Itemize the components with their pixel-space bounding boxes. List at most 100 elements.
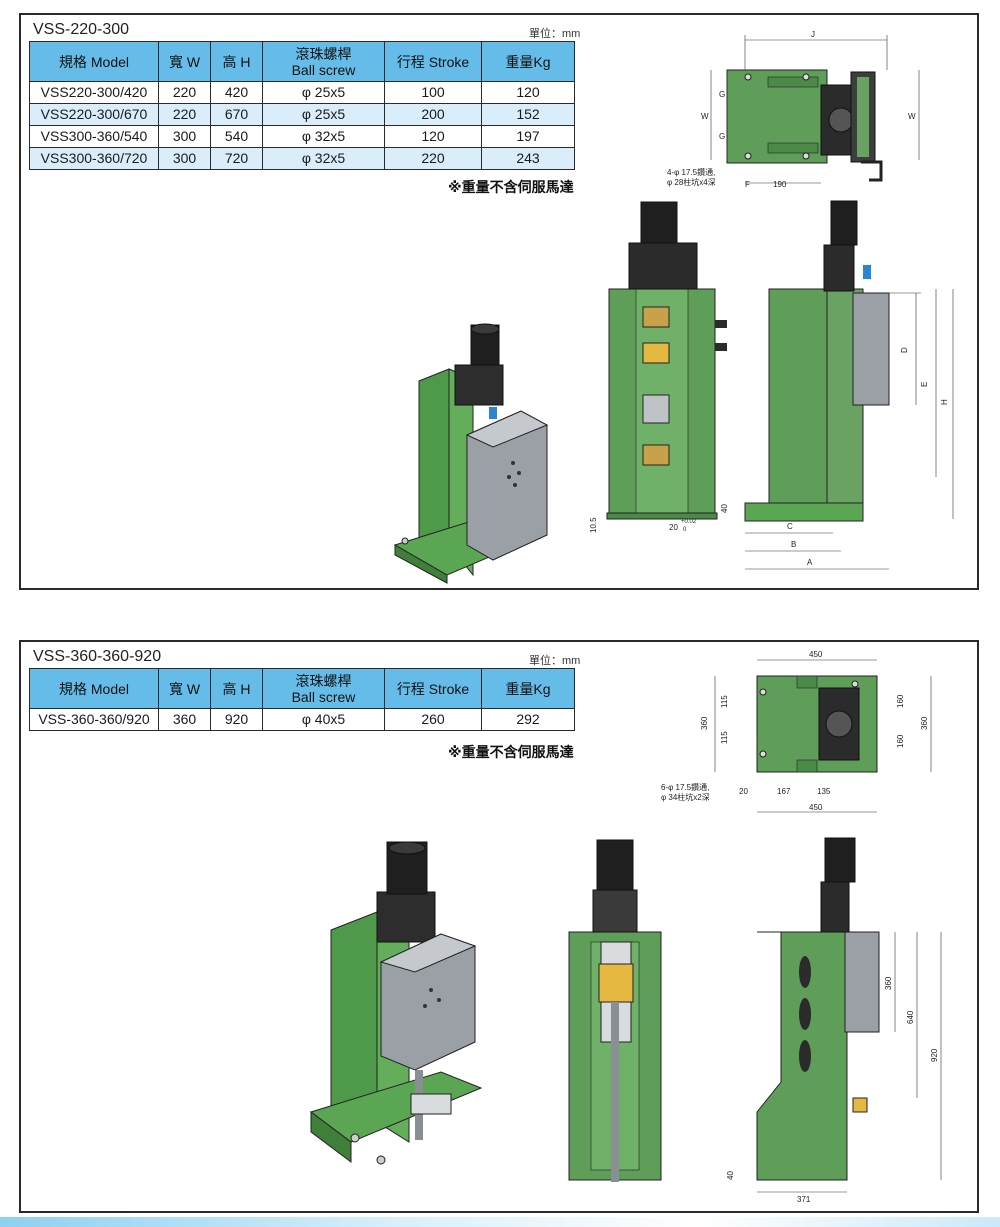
- header-height: 高 H: [210, 41, 263, 82]
- cell-stroke: 100: [384, 81, 482, 104]
- table-row: VSS220-300/670 220 670 φ 25x5 200 152: [29, 103, 575, 126]
- dim-b: B: [791, 540, 796, 549]
- dim-a: A: [807, 558, 813, 567]
- header-ballscrew-cn: 滾珠螺桿: [295, 672, 352, 689]
- cell-weight: 152: [481, 103, 575, 126]
- header-width: 寬 W: [158, 41, 211, 82]
- cell-width: 300: [158, 125, 211, 148]
- dim-20: 20: [669, 523, 678, 532]
- cell-model: VSS300-360/720: [29, 147, 159, 170]
- cell-stroke: 220: [384, 147, 482, 170]
- dim-g-bottom: G: [719, 132, 725, 141]
- header-ballscrew-en: Ball screw: [291, 688, 356, 705]
- cell-width: 220: [158, 103, 211, 126]
- dim-160-a: 160: [896, 694, 905, 708]
- dim-tol-plus: +0.02: [681, 519, 697, 525]
- dim-360-left: 360: [700, 716, 709, 730]
- hole-note-line1: 6-φ 17.5鑽通,: [661, 782, 709, 792]
- engineering-drawing-1: J W G G W F 190 4-φ 17.5鑽通, φ 28柱坑x4深: [393, 30, 954, 584]
- dim-450-bottom: 450: [809, 803, 823, 812]
- dim-g-top: G: [719, 90, 725, 99]
- dim-d: D: [900, 347, 909, 353]
- table-row: VSS300-360/720 300 720 φ 32x5 220 243: [29, 147, 575, 170]
- dim-40: 40: [726, 1171, 735, 1180]
- side-view-drawing: D E H 40 C B A: [720, 200, 954, 570]
- header-width: 寬 W: [158, 668, 211, 709]
- dim-135: 135: [817, 787, 831, 796]
- header-weight: 重量Kg: [481, 41, 575, 82]
- front-view-drawing: [568, 839, 662, 1182]
- top-view-drawing: J W G G W F 190 4-φ 17.5鑽通, φ 28柱坑x4深: [667, 30, 920, 189]
- cell-weight: 197: [481, 125, 575, 148]
- series-title: VSS-220-300: [33, 21, 130, 38]
- cell-ballscrew: φ 32x5: [262, 125, 385, 148]
- dim-40: 40: [720, 504, 729, 513]
- cell-height: 420: [210, 81, 263, 104]
- isometric-view-drawing: [309, 841, 483, 1165]
- dim-20: 20: [739, 787, 748, 796]
- cell-height: 670: [210, 103, 263, 126]
- cell-stroke: 260: [384, 708, 482, 731]
- dim-160-b: 160: [896, 734, 905, 748]
- table-row: VSS300-360/540 300 540 φ 32x5 120 197: [29, 125, 575, 148]
- dim-10-5: 10.5: [589, 517, 598, 533]
- dim-115-a: 115: [720, 695, 729, 708]
- cell-weight: 243: [481, 147, 575, 170]
- dim-167: 167: [777, 787, 791, 796]
- series-title: VSS-360-360-920: [33, 648, 162, 665]
- cell-stroke: 200: [384, 103, 482, 126]
- dim-640: 640: [906, 1010, 915, 1024]
- header-stroke: 行程 Stroke: [384, 668, 482, 709]
- header-model: 規格 Model: [29, 41, 159, 82]
- dim-c: C: [787, 522, 793, 531]
- cell-model: VSS220-300/670: [29, 103, 159, 126]
- dim-f: F: [745, 180, 750, 189]
- bottom-decoration-band: [0, 1217, 1000, 1227]
- dim-tol-zero: 0: [683, 527, 687, 533]
- cell-weight: 292: [481, 708, 575, 731]
- cell-ballscrew: φ 40x5: [262, 708, 385, 731]
- header-height: 高 H: [210, 668, 263, 709]
- engineering-drawing-2: 450 360 115 115 160 160 360 6-φ 17.5鑽通, …: [309, 650, 942, 1204]
- dim-360-side: 360: [884, 976, 893, 990]
- dim-w-right: W: [908, 112, 916, 121]
- hole-note-line2: φ 28柱坑x4深: [667, 177, 716, 187]
- dim-450-top: 450: [809, 650, 823, 659]
- header-ballscrew-cn: 滾珠螺桿: [295, 45, 352, 62]
- dim-371: 371: [797, 1195, 811, 1204]
- header-ballscrew-en: Ball screw: [291, 61, 356, 78]
- isometric-view-drawing: [393, 323, 549, 584]
- dim-360-right: 360: [920, 716, 929, 730]
- dim-w-left: W: [701, 112, 709, 121]
- header-model: 規格 Model: [29, 668, 159, 709]
- front-view-drawing: 10.5 20 +0.02 0: [589, 201, 727, 533]
- cell-height: 920: [210, 708, 263, 731]
- table-row: VSS-360-360/920 360 920 φ 40x5 260 292: [29, 708, 575, 731]
- dim-190: 190: [773, 180, 787, 189]
- weight-note: ※重量不含伺服馬達: [448, 744, 574, 760]
- dim-920: 920: [930, 1048, 939, 1062]
- weight-note: ※重量不含伺服馬達: [448, 179, 574, 195]
- table-row: VSS220-300/420 220 420 φ 25x5 100 120: [29, 81, 575, 104]
- cell-ballscrew: φ 32x5: [262, 147, 385, 170]
- dim-j: J: [811, 30, 815, 39]
- dim-e: E: [920, 382, 929, 387]
- unit-label: 單位：mm: [529, 655, 581, 667]
- side-view-drawing: 360 640 920 40 371: [726, 837, 942, 1204]
- cell-height: 720: [210, 147, 263, 170]
- top-view-drawing: 450 360 115 115 160 160 360 6-φ 17.5鑽通, …: [661, 650, 932, 813]
- cell-width: 360: [158, 708, 211, 731]
- cell-stroke: 120: [384, 125, 482, 148]
- series-panel-vss-360-360-920: VSS-360-360-920 單位：mm 規格 Model 寬 W 高 H 滾…: [19, 640, 979, 1213]
- dim-115-b: 115: [720, 731, 729, 744]
- unit-label: 單位：mm: [529, 28, 581, 40]
- hole-note-line1: 4-φ 17.5鑽通,: [667, 167, 715, 177]
- dim-h: H: [940, 399, 949, 405]
